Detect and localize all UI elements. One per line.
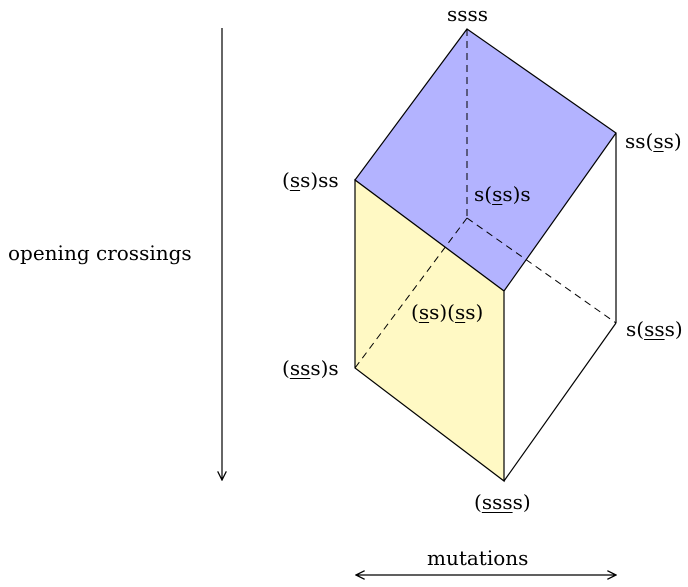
label-part: s) — [512, 490, 531, 514]
label-part: s) — [663, 129, 682, 153]
vertex-label-lower-right: s(sss) — [626, 319, 683, 339]
label-underlined-part: s — [653, 129, 664, 153]
label-part: ( — [411, 300, 419, 324]
label-underlined-part: s — [418, 300, 430, 324]
vertex-label-upper-right: ss(ss) — [625, 131, 682, 151]
label-part: s)s — [502, 182, 531, 206]
label-part: s)s — [310, 356, 339, 380]
vertex-label-top: ssss — [447, 4, 488, 24]
vertex-label-center-back: s(ss)s — [474, 184, 531, 204]
label-underlined-part: ss — [289, 356, 311, 380]
vertex-label-upper-left: (ss)ss — [282, 170, 339, 190]
label-underlined-part: s — [289, 168, 301, 192]
hidden-edge-center-to-left — [354, 217, 468, 369]
label-part: s( — [626, 317, 645, 341]
vertex-label-lower-left: (sss)s — [282, 358, 339, 378]
label-underlined-part: sss — [481, 490, 513, 514]
label-part: s) — [664, 317, 683, 341]
label-part: ( — [282, 356, 290, 380]
hidden-edge-center-to-right — [466, 217, 617, 324]
horizontal-axis-label: mutations — [427, 546, 529, 570]
label-underlined-part: s — [492, 182, 503, 206]
vertex-label-top-pre: ssss — [447, 2, 489, 26]
label-part: s) — [465, 300, 484, 324]
vertex-label-bottom: (ssss) — [474, 492, 531, 512]
label-part: s)( — [429, 300, 455, 324]
label-part: s( — [474, 182, 493, 206]
label-part: ( — [474, 490, 482, 514]
label-part: ss( — [625, 129, 654, 153]
vertex-label-center-front: (ss)(ss) — [411, 302, 483, 322]
label-part: ( — [282, 168, 290, 192]
label-part: s)ss — [300, 168, 339, 192]
label-underlined-part: s — [454, 300, 466, 324]
vertical-axis-label: opening crossings — [8, 241, 192, 265]
label-underlined-part: ss — [644, 317, 665, 341]
edge-lower-right — [503, 322, 617, 482]
